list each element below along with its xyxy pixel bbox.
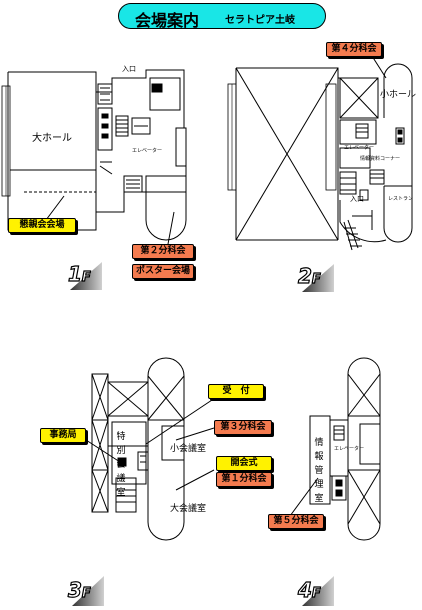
tag-reception-party-venue: 懇親会会場 [8, 218, 76, 233]
floor-1-plan [1, 69, 187, 241]
floor-3-plate [72, 576, 104, 606]
room-large-hall-label: 大ホール [32, 133, 72, 144]
tag-session-2: 第２分科会 [132, 244, 194, 259]
elevator-label-1f: エレベーター [132, 148, 163, 154]
tag-secretariat: 事務局 [40, 428, 86, 443]
entrance-label-2f: 入口 [350, 195, 364, 203]
floor-2-plan [227, 63, 413, 251]
floor-4-plate [302, 576, 334, 606]
floor-label-1f: 1F [67, 261, 91, 286]
tag-session-1: 第１分科会 [216, 472, 272, 487]
room-large-meeting-label: 大会議室 [170, 504, 207, 514]
floor-2-plate [302, 264, 334, 292]
info-corner-label: 情報資料コーナー [360, 156, 401, 162]
tag-session-5: 第５分科会 [268, 514, 324, 529]
elevator-label-4f: エレベーター [334, 446, 365, 452]
page-title: 会場案内 [135, 11, 200, 30]
tag-session-3: 第３分科会 [214, 420, 272, 435]
title-banner: 会場案内 セラトピア土岐 [118, 3, 326, 30]
floor-label-2f: 2F [297, 263, 321, 288]
floor-1-plate [70, 262, 102, 290]
floor-4-plan [309, 357, 381, 541]
room-info-management-label: 情報管理室 [314, 438, 324, 504]
floor-3-plan [91, 357, 185, 541]
tag-session-4: 第４分科会 [326, 42, 382, 57]
room-small-meeting-label: 小会議室 [170, 444, 207, 454]
floor-label-3f: 3F [67, 577, 91, 602]
floor-label-4f: 4F [297, 577, 321, 602]
elevator-label-2f: エレベーター [344, 145, 375, 151]
entrance-label-1f: 入口 [122, 65, 136, 73]
leader-lines [45, 55, 387, 517]
room-small-hall-label: 小ホール [380, 90, 417, 100]
tag-poster-venue: ポスター会場 [132, 264, 194, 279]
room-special-meeting-label: 特別会議室 [116, 432, 126, 498]
tag-opening-ceremony: 開会式 [216, 456, 272, 471]
restaurant-label: レストラン [388, 196, 414, 202]
tag-reception-desk: 受 付 [208, 384, 264, 399]
venue-name: セラトピア土岐 [225, 15, 295, 26]
